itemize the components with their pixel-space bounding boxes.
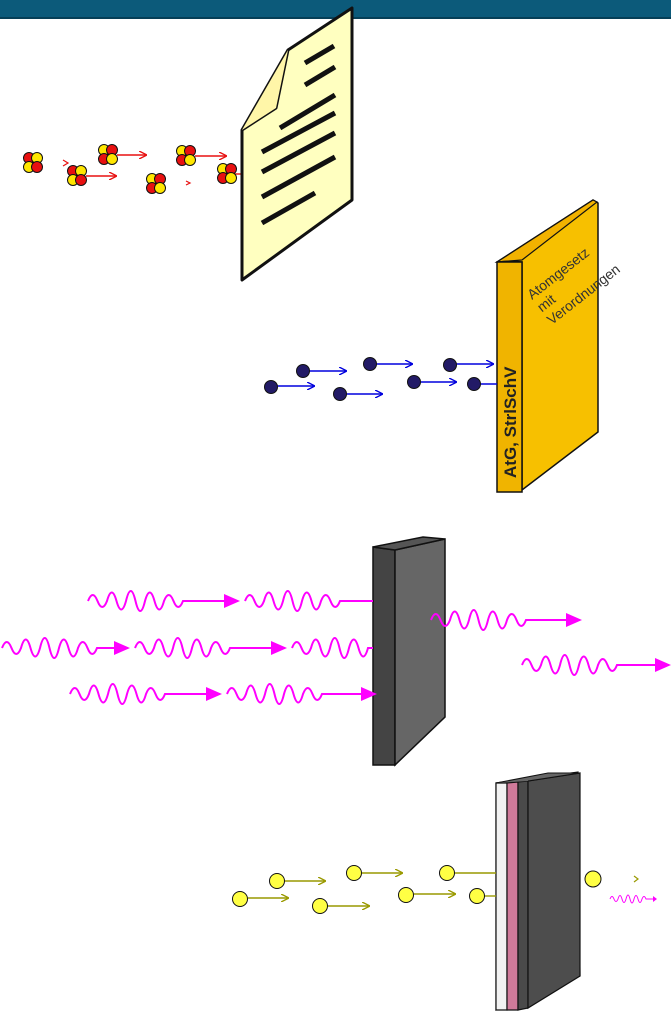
alpha-particle-icon (217, 163, 237, 184)
alpha-particle-icon (146, 173, 166, 194)
neutron-particle-icon (269, 873, 285, 889)
beta-section: Atomgesetz mit Verordnungen AtG, StrlSch… (264, 199, 623, 493)
gamma-section (1, 536, 671, 767)
neutron-particle-icon (469, 888, 485, 904)
neutron-particle-icon (346, 865, 362, 881)
beta-particle-icon (333, 387, 347, 401)
beta-particle-icon (296, 364, 310, 378)
gamma-wave-icon (69, 683, 222, 705)
layered-shield-icon (495, 771, 581, 1011)
lead-block-icon (372, 536, 446, 767)
alpha-particle-icon (67, 165, 87, 186)
gamma-wave-icon (244, 590, 373, 612)
alpha-particle-icon (176, 145, 196, 166)
neutron-particle-icon (312, 898, 328, 914)
neutron-particle-icon (439, 865, 455, 881)
beta-particle-icon (264, 380, 278, 394)
gamma-wave-icon (430, 609, 582, 631)
beta-particle-icon (443, 358, 457, 372)
beta-particle-icon (467, 377, 481, 391)
gamma-wave-icon (134, 637, 287, 659)
alpha-section (23, 6, 354, 282)
book-spine-text: AtG, StrlSchV (501, 366, 520, 478)
gamma-wave-icon (521, 654, 671, 676)
gamma-wave-icon (87, 590, 240, 612)
law-book-icon: Atomgesetz mit Verordnungen AtG, StrlSch… (494, 199, 623, 493)
neutron-section (232, 771, 657, 1011)
alpha-arrow-tip (185, 180, 192, 186)
gamma-wave-icon (291, 637, 373, 659)
neutron-arrow-tip (633, 875, 639, 883)
beta-particle-icon (363, 357, 377, 371)
alpha-arrow-tip (62, 159, 70, 167)
neutron-particle-icon (398, 887, 414, 903)
paper-sheet-icon (240, 6, 354, 282)
gamma-wave-icon (609, 894, 654, 904)
gamma-wave-icon (1, 637, 130, 659)
alpha-particle-icon (98, 144, 118, 165)
gamma-wave-icon (226, 683, 377, 705)
neutron-particle-icon (584, 870, 602, 888)
alpha-particle-icon (23, 152, 43, 173)
beta-particle-icon (407, 375, 421, 389)
neutron-particle-icon (232, 891, 248, 907)
gamma-arrow-tip (653, 896, 657, 902)
